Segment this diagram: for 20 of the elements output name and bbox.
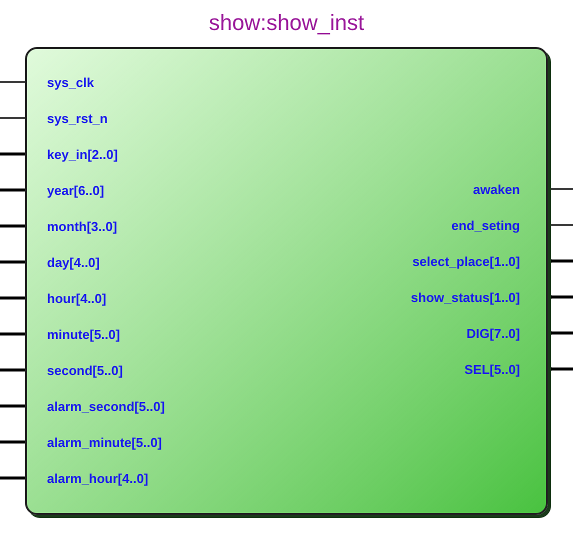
port-label: second[5..0] [47, 364, 123, 377]
port-label: select_place[1..0] [412, 255, 520, 268]
port-label: awaken [473, 183, 520, 196]
module-title: show:show_inst [208, 9, 366, 37]
port-label: show_status[1..0] [410, 291, 520, 304]
port-label: end_seting [451, 219, 520, 232]
port-label: alarm_minute[5..0] [47, 436, 162, 449]
port-label: year[6..0] [47, 184, 104, 197]
port-label: key_in[2..0] [47, 148, 118, 161]
module-block [25, 47, 548, 515]
port-label: SEL[5..0] [464, 363, 520, 376]
port-label: DIG[7..0] [466, 327, 520, 340]
port-label: sys_clk [47, 76, 94, 89]
port-label: hour[4..0] [47, 292, 106, 305]
port-label: sys_rst_n [47, 112, 108, 125]
port-label: month[3..0] [47, 220, 118, 233]
port-label: minute[5..0] [47, 328, 120, 341]
port-label: alarm_second[5..0] [47, 400, 165, 413]
port-label: alarm_hour[4..0] [47, 472, 148, 485]
port-label: day[4..0] [47, 256, 100, 269]
